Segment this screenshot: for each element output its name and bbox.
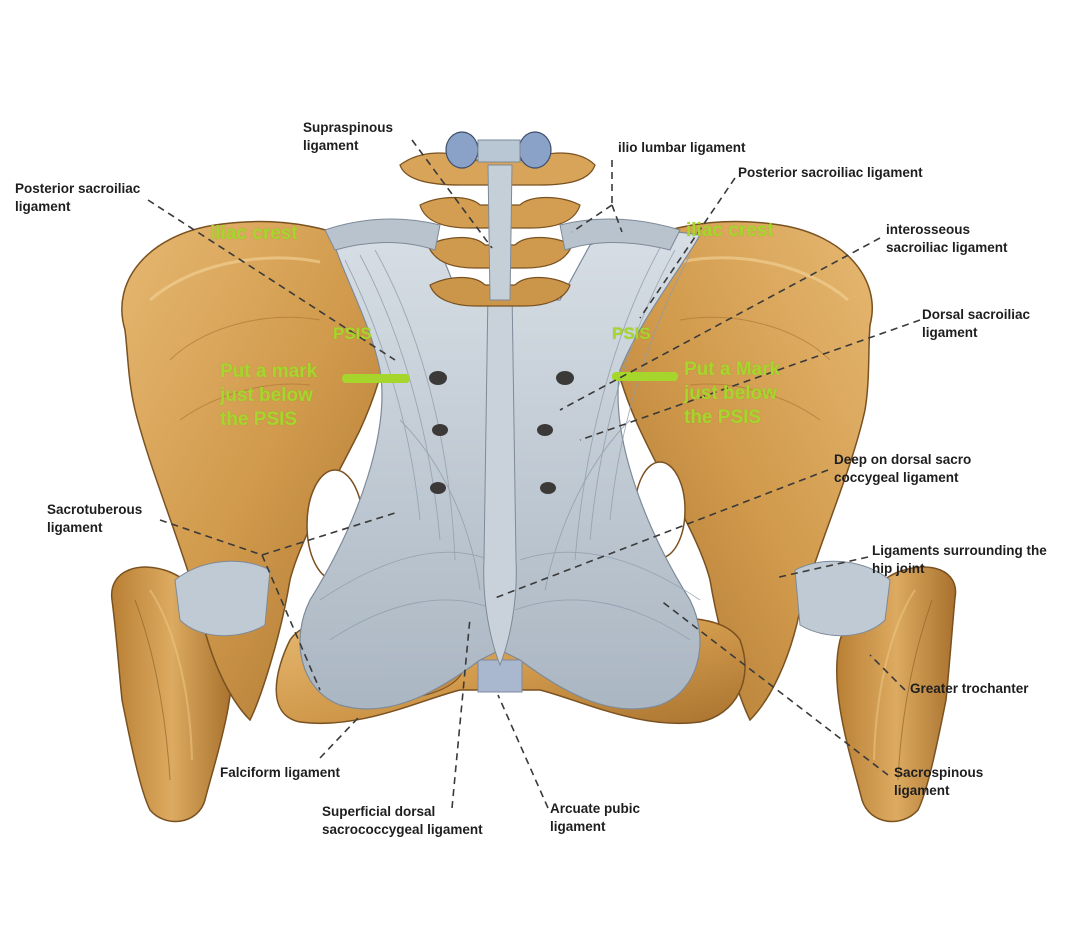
leader-superficial-dorsal	[451, 617, 471, 809]
leader-hip-joint	[774, 556, 869, 579]
label-sacrospinous-ligament: Sacrospinous ligament	[894, 765, 984, 798]
label-arcuate-pubic-ligament: Arcuate pubic ligament	[550, 801, 641, 834]
leader-posterior-sacroiliac-left	[147, 199, 396, 361]
annotation-mark-left: Put a mark just below the PSIS	[220, 361, 318, 430]
label-dorsal-sacroiliac-ligament: Dorsal sacroiliac ligament	[922, 307, 1031, 340]
leader-greater-trochanter	[869, 654, 906, 691]
leader-dorsal-sacroiliac	[579, 319, 921, 441]
annotation-iliac-crest-left: iliac crest	[210, 223, 298, 244]
leader-sacrotuberous-c	[261, 554, 321, 691]
annotation-psis-left: PSIS	[333, 324, 372, 343]
leader-supraspinous	[411, 139, 493, 249]
label-greater-trochanter: Greater trochanter	[910, 681, 1029, 696]
label-falciform-ligament: Falciform ligament	[220, 765, 341, 780]
leader-ilio-lumbar-c	[611, 204, 623, 233]
label-superficial-dorsal-sacrococcygeal-ligament: Superficial dorsal sacrococcygeal ligame…	[322, 804, 483, 837]
annotation-psis-right: PSIS	[612, 324, 651, 343]
leader-sacrotuberous-a	[159, 519, 263, 556]
label-supraspinous-ligament: Supraspinous ligament	[303, 120, 394, 153]
label-posterior-sacroiliac-ligament-left: Posterior sacroiliac ligament	[15, 181, 141, 214]
leader-arcuate-pubic	[497, 694, 549, 809]
left-ilium	[121, 220, 392, 722]
label-interosseous-sacroiliac-ligament: interosseous sacroiliac ligament	[886, 222, 1008, 255]
label-ilio-lumbar-ligament: ilio lumbar ligament	[618, 140, 746, 155]
leader-falciform	[319, 717, 359, 759]
annotation-mark-right: Put a Mark just below the PSIS	[684, 359, 781, 428]
hip-joint-ligaments	[174, 560, 891, 637]
label-hip-joint-ligaments: Ligaments surrounding the hip joint	[872, 543, 1047, 576]
leader-ilio-lumbar-b	[571, 204, 613, 233]
label-deep-dorsal-sacrococcygeal-ligament: Deep on dorsal sacro coccygeal ligament	[834, 452, 972, 485]
leader-lines	[147, 139, 921, 809]
label-posterior-sacroiliac-ligament-right: Posterior sacroiliac ligament	[738, 165, 923, 180]
annotation-iliac-crest-right: iliac crest	[686, 220, 774, 241]
psis-mark-left	[342, 374, 410, 383]
lumbar-spine	[324, 131, 681, 307]
leader-interosseous	[559, 237, 881, 411]
sacral-ligaments	[299, 229, 701, 710]
leader-posterior-sacroiliac-right	[639, 177, 736, 319]
label-sacrotuberous-ligament: Sacrotuberous ligament	[47, 502, 143, 535]
psis-mark-right	[612, 372, 678, 381]
